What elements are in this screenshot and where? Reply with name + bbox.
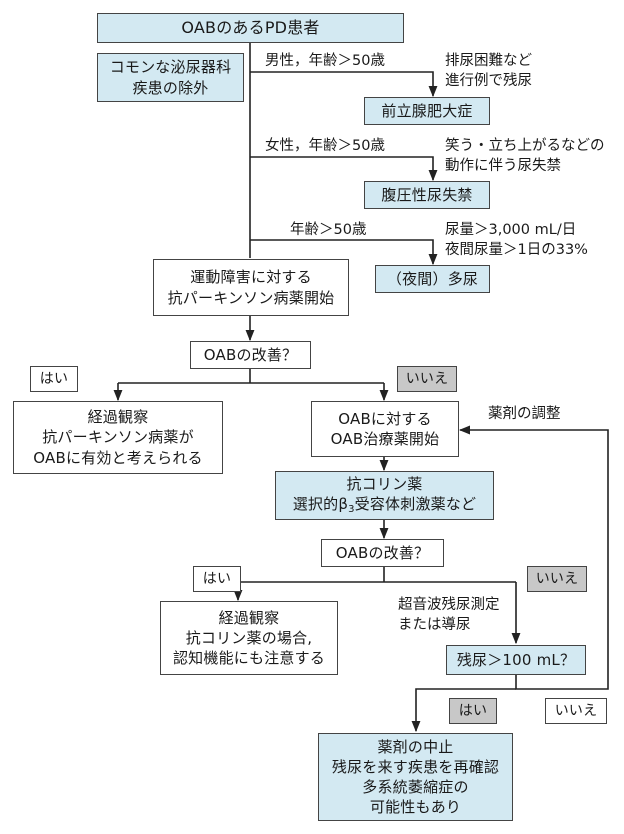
node-drugs-line2-a: 選択的β [292,495,349,514]
answer-yes-2-text: はい [202,570,232,587]
node-exclude-line2: 疾患の除外 [132,78,209,97]
label-female: 女性，年齢＞50歳 [265,136,385,156]
node-observe-2-line1: 経過観察 [218,608,280,627]
node-anti-pd: 運動障害に対する 抗パーキンソン病薬開始 [153,259,349,316]
label-female-text: 女性，年齢＞50歳 [265,138,385,154]
node-observe-1-line1: 経過観察 [87,408,149,427]
node-question-2-text: OABの改善？ [335,543,430,562]
node-stress: 腹圧性尿失禁 [364,181,490,209]
node-bph-text: 前立腺肥大症 [381,101,473,120]
node-polyuria-text: （夜間）多尿 [386,269,479,288]
label-adjust: 薬剤の調整 [488,404,561,424]
node-residual: 残尿＞100 mL？ [446,645,586,675]
answer-no-2-text: いいえ [535,570,579,587]
label-age-note-line1: 尿量＞3,000 mL/日 [445,222,577,238]
node-observe-2-line3: 認知機能にも注意する [172,649,325,668]
node-start: OABのあるPD患者 [97,13,404,43]
node-observe-2: 経過観察 抗コリン薬の場合, 認知機能にも注意する [160,601,338,675]
node-oab-start-line2: OAB治療薬開始 [330,430,440,448]
label-ultrasound-line1: 超音波残尿測定 [398,597,500,613]
node-residual-text: 残尿＞100 mL？ [456,650,576,669]
answer-yes-1: はい [30,366,78,392]
answer-yes-3: はい [449,698,497,724]
node-stop-line3: 多系統萎縮症の [362,778,469,796]
node-stress-text: 腹圧性尿失禁 [381,185,473,204]
arrow-to-stress [250,156,438,182]
node-observe-1-line3: OABに有効と考えられる [33,448,203,467]
label-adjust-text: 薬剤の調整 [488,406,561,422]
node-start-text: OABのあるPD患者 [181,18,320,38]
node-drugs-line1: 抗コリン薬 [346,475,423,494]
node-question-2: OABの改善？ [321,539,444,567]
answer-yes-1-text: はい [39,370,69,387]
answer-no-2: いいえ [527,566,587,592]
node-anti-pd-line2: 抗パーキンソン病薬開始 [167,288,335,307]
arrow-to-stop [411,688,516,733]
answer-yes-2: はい [193,566,241,592]
node-drugs: 抗コリン薬 選択的β3受容体刺激薬など [275,471,494,520]
node-stop-line1: 薬剤の中止 [377,737,454,756]
label-age-note: 尿量＞3,000 mL/日 夜間尿量＞1日の33% [445,220,588,260]
node-observe-1-line2: 抗パーキンソン病薬が [42,428,194,447]
answer-yes-3-text: はい [458,702,488,719]
node-question-1-text: OABの改善？ [203,345,298,364]
node-drugs-line2-b: 受容体刺激薬など [354,495,477,514]
label-age-note-line2: 夜間尿量＞1日の33% [445,242,588,258]
label-age: 年齢＞50歳 [290,220,366,240]
arrow-loop-adjust [458,425,609,690]
node-oab-start: OABに対する OAB治療薬開始 [311,401,459,457]
node-observe-2-line2: 抗コリン薬の場合, [185,628,313,647]
label-female-note: 笑う・立ち上がるなどの 動作に伴う尿失禁 [445,136,605,176]
label-female-note-line1: 笑う・立ち上がるなどの [445,138,605,154]
label-male: 男性，年齢＞50歳 [265,51,385,71]
node-stop-line2: 残尿を来す疾患を再確認 [331,757,500,776]
arrow-to-bph [250,71,438,98]
answer-no-1: いいえ [397,366,457,392]
node-oab-start-line1: OABに対する [338,409,432,428]
node-anti-pd-line1: 運動障害に対する [190,268,312,287]
node-exclude-line1: コモンな泌尿器科 [109,58,232,77]
node-stop: 薬剤の中止 残尿を来す疾患を再確認 多系統萎縮症の 可能性もあり [318,733,513,821]
label-ultrasound: 超音波残尿測定 または導尿 [398,595,500,635]
node-polyuria: （夜間）多尿 [375,265,490,293]
node-question-1: OABの改善？ [190,341,311,369]
node-bph: 前立腺肥大症 [364,97,490,125]
answer-no-1-text: いいえ [405,370,449,387]
label-male-note: 排尿困難など 進行例で残尿 [445,51,532,91]
label-ultrasound-line2: または導尿 [398,617,471,633]
label-age-text: 年齢＞50歳 [290,222,367,238]
answer-no-3: いいえ [545,698,607,724]
label-male-note-line1: 排尿困難など [445,53,532,69]
label-female-note-line2: 動作に伴う尿失禁 [445,158,561,174]
node-stop-line4: 可能性もあり [369,798,462,817]
label-male-text: 男性，年齢＞50歳 [265,53,385,69]
node-drugs-line2: 選択的β3受容体刺激薬など [293,494,477,517]
node-drugs-subscript: 3 [348,504,355,516]
answer-no-3-text: いいえ [554,702,598,719]
arrow-to-polyuria [250,239,438,266]
node-exclude: コモンな泌尿器科 疾患の除外 [97,53,244,102]
node-observe-1: 経過観察 抗パーキンソン病薬が OABに有効と考えられる [13,401,223,474]
label-male-note-line2: 進行例で残尿 [445,73,532,89]
